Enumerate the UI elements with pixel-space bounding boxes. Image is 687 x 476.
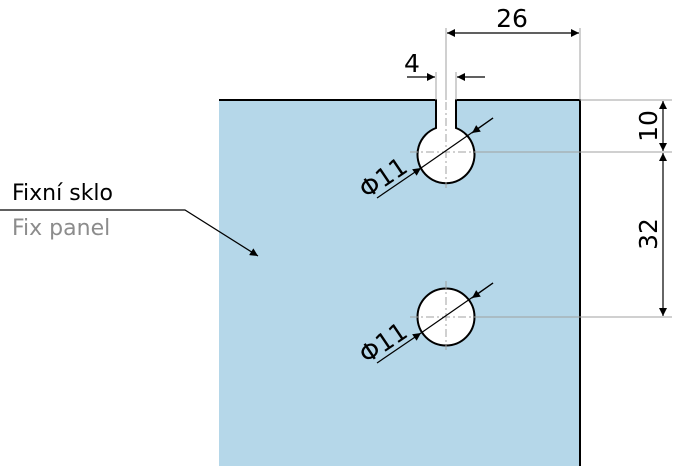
dim-text-10: 10: [634, 110, 663, 142]
dim-text-4: 4: [404, 49, 420, 78]
glass-panel: [219, 100, 580, 466]
label-english: Fix panel: [12, 216, 110, 241]
diameter-arrow-2: [471, 282, 494, 299]
label-czech: Fixní sklo: [12, 181, 113, 206]
label-leader: [0, 209, 259, 257]
dim-text-26: 26: [496, 4, 528, 33]
dim-text-32: 32: [634, 218, 663, 250]
diameter-leader-2: [376, 332, 422, 364]
extension-lines: [435, 28, 672, 318]
diameter-leader-1: [376, 167, 422, 199]
diameter-arrow-1: [471, 117, 494, 134]
